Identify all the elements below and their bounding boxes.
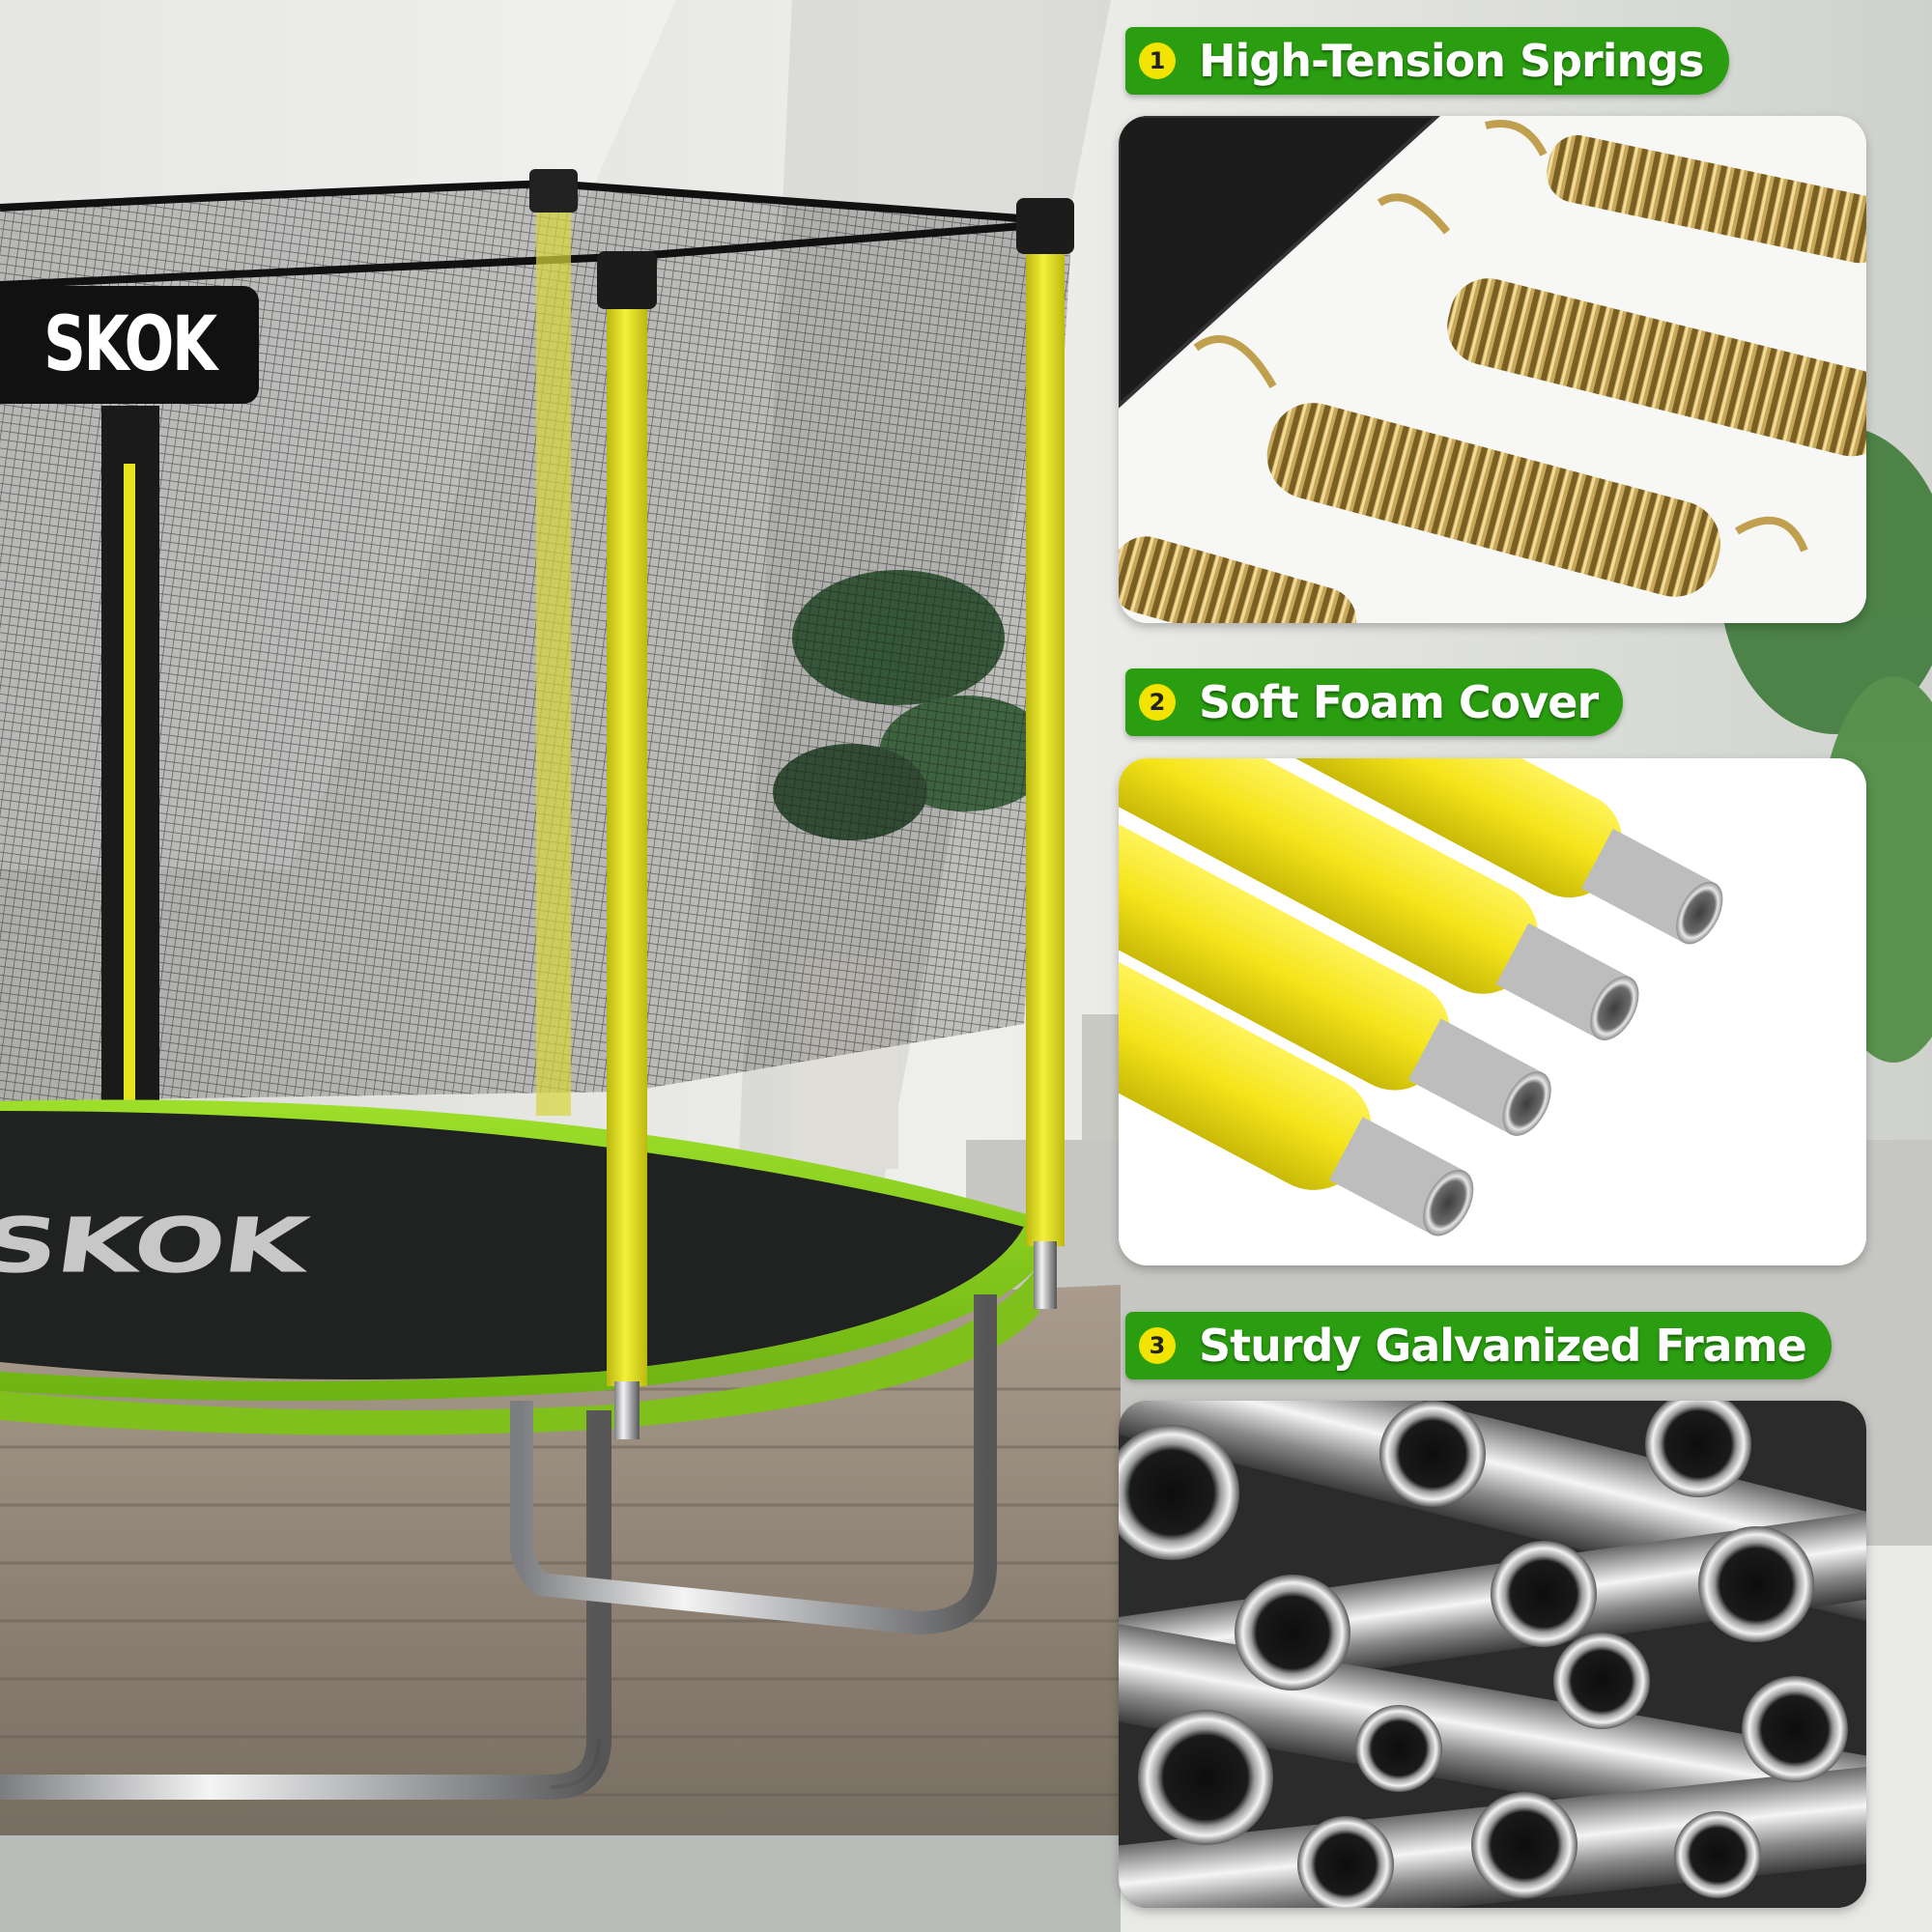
feature-label-springs: 1 High-Tension Springs [1125, 27, 1729, 95]
springs-image-panel [1119, 116, 1866, 623]
feature-number-badge: 2 [1139, 684, 1176, 721]
feature-number-badge: 1 [1139, 43, 1176, 79]
feature-label-foam: 2 Soft Foam Cover [1125, 668, 1624, 736]
feature-title: Soft Foam Cover [1199, 676, 1599, 728]
foam-tube-icon [1119, 758, 1866, 1265]
brand-logo-text: SKOK [43, 301, 217, 388]
feature-number-badge: 3 [1139, 1327, 1176, 1364]
spring-icon [1119, 116, 1866, 623]
feature-title: Sturdy Galvanized Frame [1199, 1320, 1807, 1372]
feature-title: High-Tension Springs [1199, 35, 1705, 87]
steel-pipe-icon [1119, 1401, 1866, 1908]
frame-image-panel [1119, 1401, 1866, 1908]
foam-cover-image-panel [1119, 758, 1866, 1265]
brand-logo: SKOK [0, 286, 259, 404]
mat-brand-print: SKOK [0, 1202, 312, 1291]
feature-label-frame: 3 Sturdy Galvanized Frame [1125, 1312, 1832, 1379]
